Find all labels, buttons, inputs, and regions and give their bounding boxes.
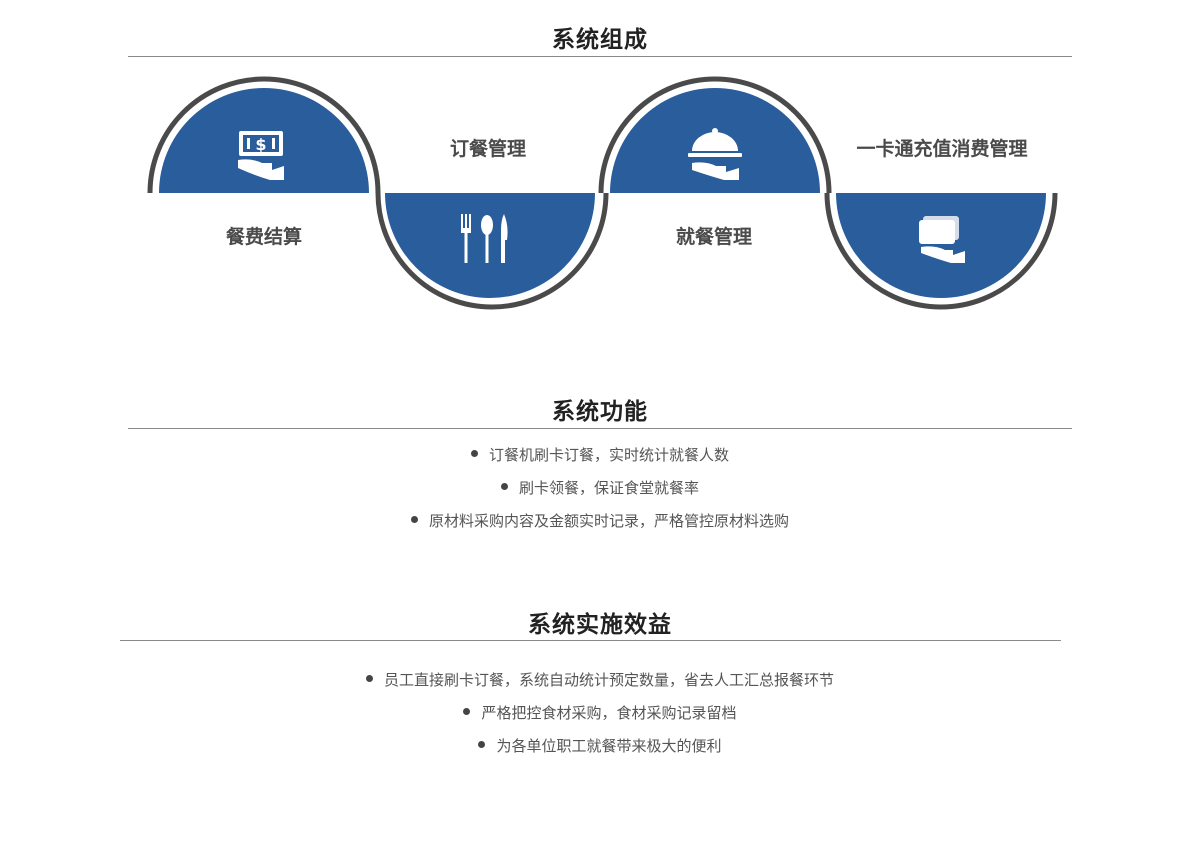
- list-item: 订餐机刷卡订餐，实时统计就餐人数: [0, 439, 1200, 472]
- benefits-title: 系统实施效益: [528, 612, 672, 638]
- list-item-text: 订餐机刷卡订餐，实时统计就餐人数: [488, 446, 729, 464]
- list-item: 刷卡领餐，保证食堂就餐率: [0, 472, 1200, 505]
- cash-hand-icon: $: [238, 131, 284, 180]
- card-hand-icon: [919, 216, 965, 263]
- fork-spoon-knife-icon: [461, 214, 508, 263]
- stage-4-shape: [824, 192, 1058, 310]
- composition-divider: [128, 56, 1072, 57]
- functions-list: 订餐机刷卡订餐，实时统计就餐人数 刷卡领餐，保证食堂就餐率 原材料采购内容及金额…: [0, 439, 1200, 538]
- bullet-dot-icon: [478, 741, 486, 748]
- svg-text:$: $: [255, 135, 266, 154]
- list-item: 原材料采购内容及金额实时记录，严格管控原材料选购: [0, 505, 1200, 538]
- list-item: 员工直接刷卡订餐，系统自动统计预定数量，省去人工汇总报餐环节: [0, 664, 1200, 697]
- stage-label-2: 订餐管理: [449, 138, 526, 160]
- composition-title: 系统组成: [552, 27, 648, 53]
- list-item-text: 为各单位职工就餐带来极大的便利: [496, 737, 722, 755]
- list-item: 为各单位职工就餐带来极大的便利: [0, 730, 1200, 763]
- list-item-text: 原材料采购内容及金额实时记录，严格管控原材料选购: [428, 512, 789, 530]
- stage-label-3: 就餐管理: [675, 226, 752, 248]
- bullet-dot-icon: [463, 708, 471, 715]
- bullet-dot-icon: [470, 450, 478, 457]
- list-item-text: 严格把控食材采购，食材采购记录留档: [481, 704, 737, 722]
- list-item-text: 刷卡领餐，保证食堂就餐率: [518, 479, 699, 497]
- composition-wave-diagram: $: [147, 76, 1058, 310]
- stage-2-shape: [375, 192, 609, 310]
- stage-label-1: 餐费结算: [225, 226, 302, 248]
- serving-cloche-icon: [688, 128, 742, 180]
- bullet-dot-icon: [365, 675, 373, 682]
- bullet-dot-icon: [500, 483, 508, 490]
- benefits-list: 员工直接刷卡订餐，系统自动统计预定数量，省去人工汇总报餐环节 严格把控食材采购，…: [0, 664, 1200, 763]
- functions-title: 系统功能: [552, 399, 648, 425]
- functions-divider: [128, 428, 1072, 429]
- bullet-dot-icon: [410, 516, 418, 523]
- benefits-divider: [120, 640, 1061, 641]
- stage-label-4: 一卡通充值消费管理: [856, 138, 1028, 160]
- list-item-text: 员工直接刷卡订餐，系统自动统计预定数量，省去人工汇总报餐环节: [383, 671, 834, 689]
- list-item: 严格把控食材采购，食材采购记录留档: [0, 697, 1200, 730]
